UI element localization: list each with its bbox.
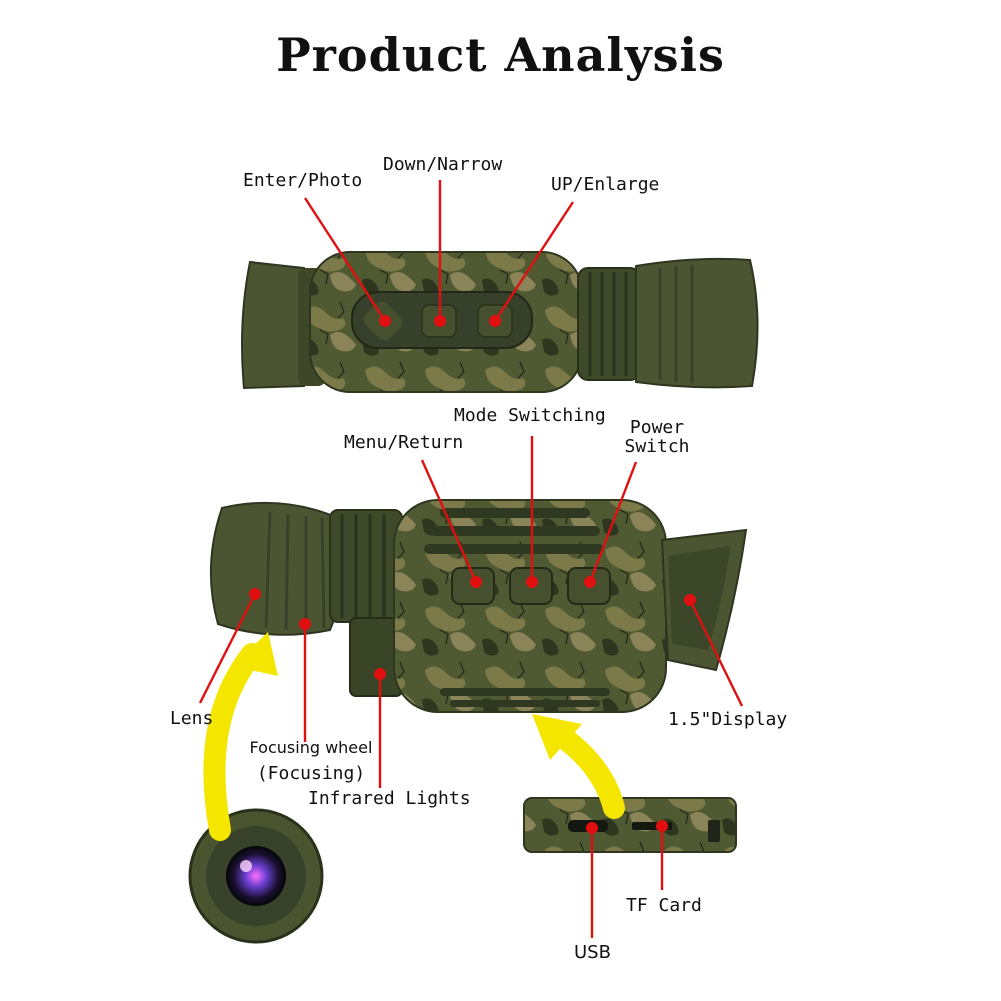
yellow-arrows <box>203 632 625 841</box>
label-infrared-lights: Infrared Lights <box>308 788 471 809</box>
label-focusing-wheel-line1: Focusing wheel <box>249 738 373 757</box>
label-focusing-wheel-line2: (Focusing) <box>256 763 366 784</box>
label-down-narrow: Down/Narrow <box>383 154 503 175</box>
label-menu-return: Menu/Return <box>344 432 464 453</box>
top-view-device <box>241 251 759 393</box>
label-display: 1.5"Display <box>668 709 788 730</box>
page-title: Product Analysis <box>276 28 725 82</box>
side-view-device <box>209 499 748 713</box>
label-enter-photo: Enter/Photo <box>243 170 363 191</box>
lens-closeup <box>188 808 324 944</box>
label-power-switch-line1: Power <box>629 417 685 438</box>
label-power-switch: Power Switch <box>620 418 694 456</box>
bottom-view-device <box>523 797 737 853</box>
label-mode-switching: Mode Switching <box>454 405 606 426</box>
label-power-switch-line2: Switch <box>624 436 690 457</box>
label-tf-card: TF Card <box>626 895 702 916</box>
label-up-enlarge: UP/Enlarge <box>551 174 660 195</box>
label-lens: Lens <box>170 708 214 729</box>
pointer-dots <box>249 315 696 834</box>
label-usb: USB <box>574 942 611 963</box>
pointer-lines <box>198 180 744 938</box>
label-focusing-wheel: Focusing wheel (Focusing) <box>236 738 386 783</box>
